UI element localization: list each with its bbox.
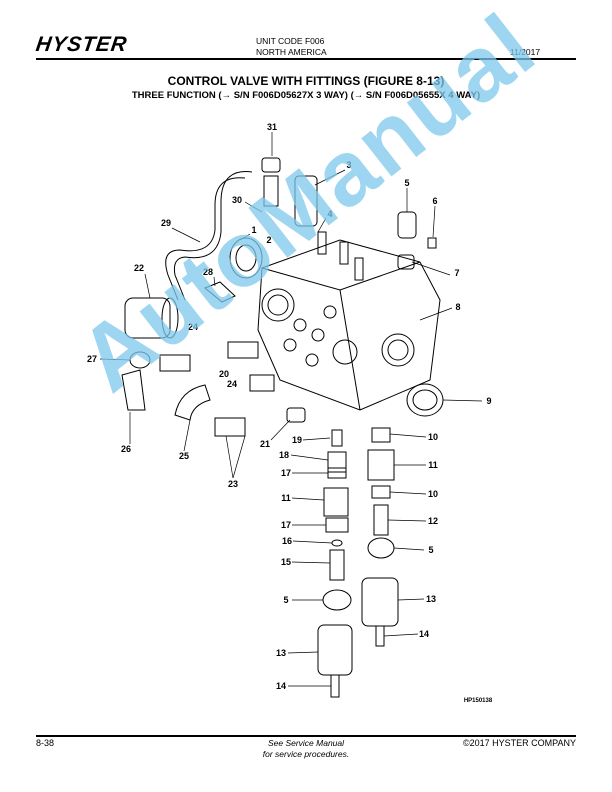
header-rule (36, 58, 576, 60)
callout: 22 (134, 263, 144, 273)
page-subtitle: THREE FUNCTION (→ S/N F006D05627X 3 WAY)… (131, 90, 481, 101)
callout: 23 (228, 479, 238, 489)
callout: 10 (428, 489, 438, 499)
callout: 20 (219, 369, 229, 379)
callout: 30 (232, 195, 242, 205)
callout: 31 (267, 122, 277, 132)
callout: 16 (282, 536, 292, 546)
callout: 13 (276, 648, 286, 658)
parts-drawing (121, 157, 444, 698)
callout: 29 (161, 218, 171, 228)
copyright: ©2017 HYSTER COMPANY (463, 738, 576, 748)
footer-note: See Service Manual for service procedure… (200, 738, 412, 760)
callout: 17 (281, 520, 291, 530)
callout: 25 (179, 451, 189, 461)
callout: 11 (281, 493, 291, 503)
footer-note-line2: for service procedures. (262, 749, 350, 759)
callout: 10 (428, 432, 438, 442)
footer-note-line1: See Service Manual (267, 738, 345, 748)
callout: 27 (87, 354, 97, 364)
callout: 3 (346, 160, 351, 170)
callout: 14 (419, 629, 429, 639)
callout: 24 (188, 322, 198, 332)
callout: 15 (281, 557, 291, 567)
footer-rule (36, 735, 576, 737)
callout: 19 (292, 435, 302, 445)
leader-lines (99, 132, 483, 687)
callout: 17 (281, 468, 291, 478)
callout: 24 (227, 379, 237, 389)
callout: 12 (428, 516, 438, 526)
callout: 5 (283, 595, 288, 605)
region: NORTH AMERICA (256, 47, 327, 57)
callout: 7 (454, 268, 459, 278)
callout: 21 (260, 439, 270, 449)
figure-id: HP150138 (464, 698, 493, 704)
callout: 28 (203, 267, 213, 277)
callout: 5 (404, 178, 409, 188)
callout: 11 (428, 460, 438, 470)
callout: 14 (276, 681, 286, 691)
page-number: 8-38 (36, 738, 55, 748)
callout: 26 (121, 444, 131, 454)
callout-labels: 31 3 5 6 30 4 29 1 2 7 22 28 8 24 27 20 … (87, 122, 492, 691)
callout: 6 (432, 196, 437, 206)
page-title: CONTROL VALVE WITH FITTINGS (FIGURE 8-13… (167, 74, 445, 88)
callout: 1 (251, 225, 256, 235)
callout: 18 (279, 450, 289, 460)
callout: 9 (486, 396, 491, 406)
unit-code: UNIT CODE F006 (256, 36, 325, 46)
callout: 13 (426, 594, 436, 604)
callout: 5 (428, 545, 433, 555)
unit-info: UNIT CODE F006 NORTH AMERICA (256, 36, 327, 58)
callout: 2 (266, 235, 271, 245)
callout: 8 (455, 302, 460, 312)
callout: 4 (327, 209, 332, 219)
date: 11/2017 (510, 47, 541, 57)
